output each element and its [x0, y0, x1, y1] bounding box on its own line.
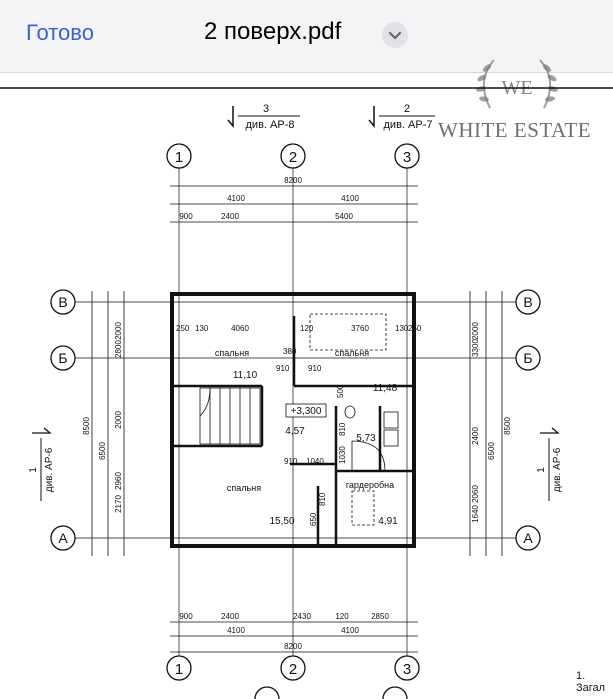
svg-text:5400: 5400: [335, 212, 353, 221]
svg-text:1: 1: [28, 467, 39, 473]
svg-text:див. АР-7: див. АР-7: [384, 119, 433, 131]
svg-text:650: 650: [309, 512, 318, 526]
svg-text:2000: 2000: [114, 411, 123, 429]
axis-b-right: Б: [523, 350, 532, 366]
section-mark-1-left: 1 див. АР-6: [28, 427, 55, 501]
axis-3-top: 3: [403, 149, 411, 166]
svg-text:1: 1: [536, 467, 547, 473]
axis-2-bottom: 2: [289, 661, 297, 678]
svg-text:2960: 2960: [114, 472, 123, 490]
svg-text:див. АР-6: див. АР-6: [44, 447, 55, 492]
room-name-bedroom-3: спальня: [227, 483, 261, 493]
svg-text:910: 910: [284, 457, 298, 466]
floor-plan-drawing: 3 див. АР-8 2 див. АР-7 1 2 3 1 2 3 В Б …: [0, 87, 613, 699]
svg-text:3300: 3300: [471, 339, 480, 357]
svg-text:6500: 6500: [487, 442, 496, 460]
svg-text:380: 380: [283, 347, 297, 356]
section-mark-1-right: 1 див. АР-6: [536, 427, 563, 501]
svg-text:4100: 4100: [341, 194, 359, 203]
viewer-toolbar: Готово 2 поверх.pdf: [0, 0, 613, 73]
svg-text:130: 130: [395, 324, 409, 333]
axis-a-right: А: [523, 530, 533, 546]
section-mark-3: 3 див. АР-8: [227, 103, 300, 131]
axis-2-top: 2: [289, 149, 297, 166]
axis-v-left: В: [58, 294, 67, 310]
axis-1-bottom: 1: [175, 661, 183, 678]
svg-text:8500: 8500: [82, 417, 91, 435]
svg-text:910: 910: [276, 364, 290, 373]
footnote-text: 1. Загал: [576, 670, 606, 694]
svg-text:2400: 2400: [221, 212, 239, 221]
axis-b-left: Б: [58, 350, 67, 366]
room-area-bedroom-3: 15,50: [269, 516, 294, 527]
axis-1-top: 1: [175, 149, 183, 166]
svg-text:8200: 8200: [284, 176, 302, 185]
axis-v-right: В: [523, 294, 532, 310]
svg-text:120: 120: [300, 324, 314, 333]
svg-text:див. АР-6: див. АР-6: [552, 447, 563, 492]
svg-text:6500: 6500: [98, 442, 107, 460]
svg-text:див. АР-8: див. АР-8: [246, 119, 295, 131]
svg-text:500: 500: [336, 384, 345, 398]
section-mark-2: 2 див. АР-7: [368, 103, 435, 131]
svg-text:4100: 4100: [227, 626, 245, 635]
svg-text:120: 120: [335, 612, 349, 621]
svg-text:910: 910: [308, 364, 322, 373]
svg-text:900: 900: [179, 612, 193, 621]
axis-a-left: А: [58, 530, 68, 546]
svg-text:2170: 2170: [114, 495, 123, 513]
svg-text:2: 2: [404, 103, 410, 115]
svg-text:250: 250: [408, 324, 422, 333]
svg-text:2400: 2400: [221, 612, 239, 621]
room-name-wardrobe: гардеробна: [346, 480, 394, 490]
axis-3-bottom: 3: [403, 661, 411, 678]
room-area-hall: 4,57: [285, 426, 305, 437]
svg-text:2060: 2060: [471, 485, 480, 503]
svg-text:8200: 8200: [284, 642, 302, 651]
svg-text:4100: 4100: [227, 194, 245, 203]
document-title[interactable]: 2 поверх.pdf: [204, 18, 342, 45]
chevron-down-icon[interactable]: [382, 22, 408, 48]
svg-text:1040: 1040: [306, 457, 324, 466]
room-area-bedroom-2: 11,48: [373, 383, 398, 394]
svg-text:2400: 2400: [471, 427, 480, 445]
svg-text:130: 130: [195, 324, 209, 333]
svg-text:1030: 1030: [338, 446, 347, 464]
room-area-wardrobe: 4,91: [378, 516, 398, 527]
svg-text:4060: 4060: [231, 324, 249, 333]
svg-text:810: 810: [318, 492, 327, 506]
room-area-bedroom-1: 11,10: [233, 370, 258, 381]
room-name-bedroom-2: спальня: [335, 348, 369, 358]
bathroom-fixtures: [344, 405, 399, 472]
watermark-brand: WHITE ESTATE: [438, 118, 592, 142]
svg-text:2000: 2000: [114, 322, 123, 340]
level-mark: +3,300: [291, 406, 322, 417]
svg-text:2000: 2000: [471, 322, 480, 340]
room-area-bath: 5,73: [356, 433, 376, 444]
svg-text:2430: 2430: [293, 612, 311, 621]
svg-text:3760: 3760: [351, 324, 369, 333]
svg-text:810: 810: [338, 422, 347, 436]
room-name-bedroom-1: спальня: [215, 348, 249, 358]
svg-text:250: 250: [176, 324, 190, 333]
svg-text:8500: 8500: [503, 417, 512, 435]
done-button[interactable]: Готово: [26, 20, 94, 45]
staircase: [199, 387, 261, 445]
svg-text:900: 900: [179, 212, 193, 221]
svg-text:2800: 2800: [114, 340, 123, 358]
svg-text:1640: 1640: [471, 505, 480, 523]
svg-text:4100: 4100: [341, 626, 359, 635]
svg-text:3: 3: [263, 103, 269, 115]
svg-text:2850: 2850: [371, 612, 389, 621]
